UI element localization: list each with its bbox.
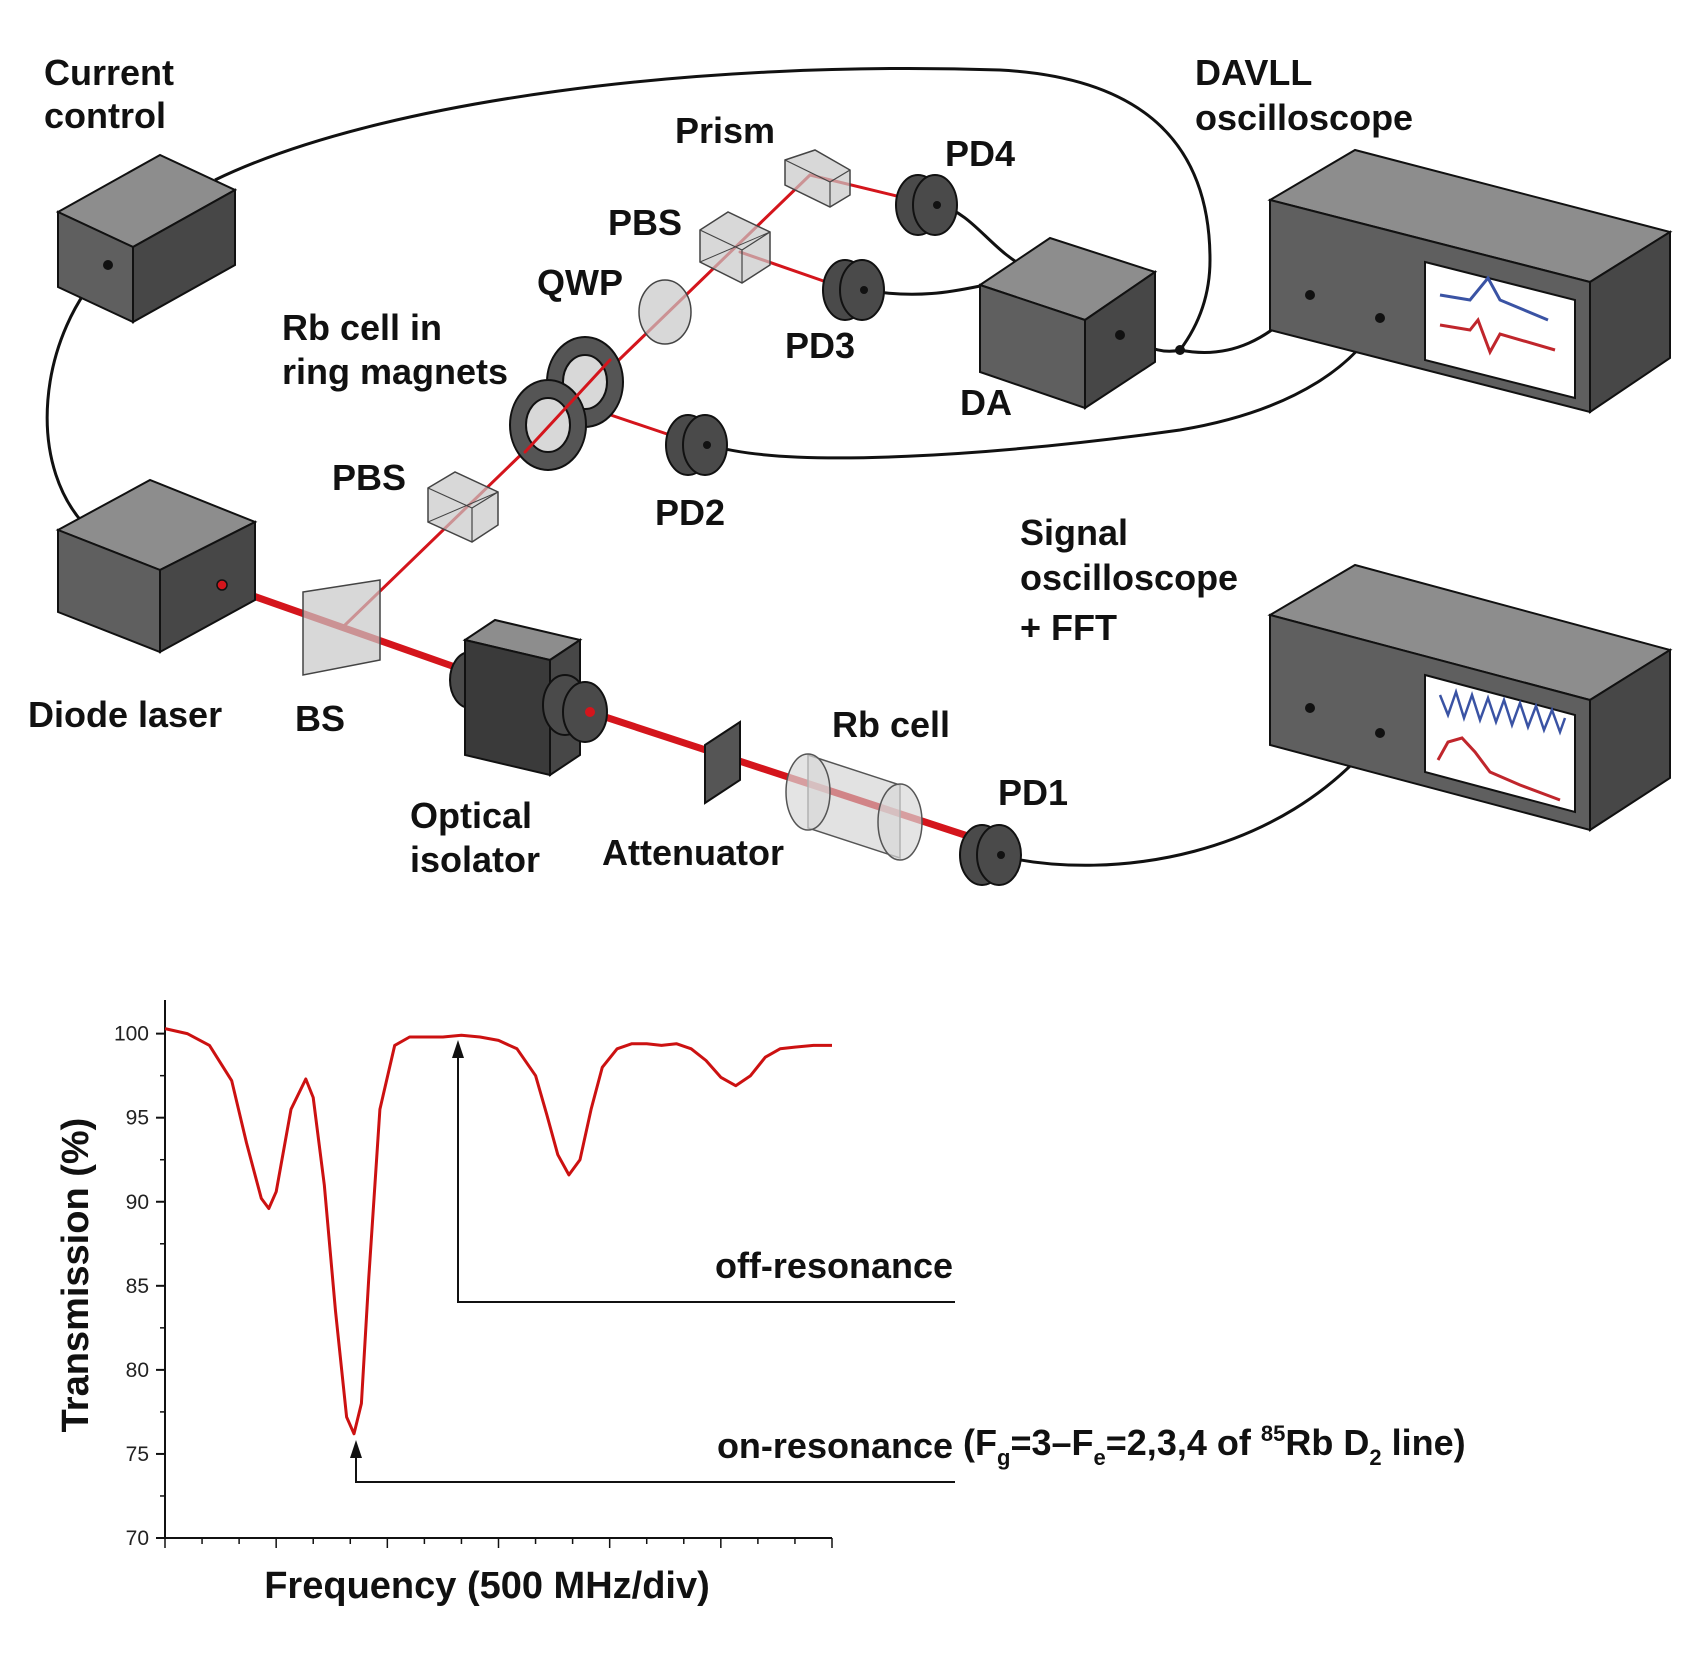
y-ticks: 70 75 80 85 90 95 100 xyxy=(114,1023,165,1550)
label-pbs-top: PBS xyxy=(608,202,682,243)
label-qwp: QWP xyxy=(537,262,623,303)
pbs-middle xyxy=(427,471,499,543)
label-attenuator: Attenuator xyxy=(602,832,784,873)
on-resonance-arrowhead xyxy=(350,1440,362,1458)
labels: Current control DAVLL oscilloscope Prism… xyxy=(28,52,1413,880)
label-pd3: PD3 xyxy=(785,325,855,366)
ring-magnets xyxy=(509,336,624,471)
label-pd2: PD2 xyxy=(655,492,725,533)
y-tick-label: 100 xyxy=(114,1023,149,1046)
y-tick-label: 75 xyxy=(126,1443,149,1466)
prism xyxy=(784,149,851,208)
label-pd1: PD1 xyxy=(998,772,1068,813)
label-diode-laser: Diode laser xyxy=(28,694,222,735)
label-davll-line2: oscilloscope xyxy=(1195,97,1413,138)
rb-cell xyxy=(785,753,923,861)
y-tick-label: 70 xyxy=(126,1527,149,1550)
label-isolator-line1: Optical xyxy=(410,795,532,836)
y-tick-label: 90 xyxy=(126,1191,149,1214)
label-isolator-line2: isolator xyxy=(410,839,540,880)
x-axis-title: Frequency (500 MHz/div) xyxy=(264,1565,710,1607)
signal-screen-trace-red xyxy=(1436,736,1561,802)
off-resonance-arrowhead xyxy=(452,1040,464,1058)
label-davll-line1: DAVLL xyxy=(1195,52,1312,93)
pd4-detector xyxy=(895,174,958,236)
label-current-control-line1: Current xyxy=(44,52,174,93)
label-signal-line1: Signal xyxy=(1020,512,1128,553)
pd2-detector xyxy=(665,414,728,476)
y-tick-label: 85 xyxy=(126,1275,149,1298)
label-pbs-mid: PBS xyxy=(332,457,406,498)
davll-oscilloscope xyxy=(1267,148,1673,414)
signal-screen-trace-blue xyxy=(1438,687,1567,736)
cable-pd1-to-signal xyxy=(1004,732,1382,867)
attenuator xyxy=(704,720,741,805)
x-ticks xyxy=(164,1538,833,1548)
label-rb-cell: Rb cell xyxy=(832,704,950,745)
annotations: off-resonance on-resonance (Fg=3–Fe=2,3,… xyxy=(350,1040,1466,1483)
signal-oscilloscope xyxy=(1267,563,1673,832)
pd1-detector xyxy=(959,824,1022,886)
label-rb-ring-line2: ring magnets xyxy=(282,351,508,392)
label-rb-ring-line1: Rb cell in xyxy=(282,307,442,348)
y-tick-label: 95 xyxy=(126,1107,149,1130)
off-resonance-label: off-resonance xyxy=(715,1245,953,1286)
da-box xyxy=(977,236,1158,410)
diode-laser-box xyxy=(55,478,258,654)
transmission-chart: 70 75 80 85 90 95 100 Transmission (%) Frequen… xyxy=(55,1000,833,1607)
label-signal-line2: oscilloscope xyxy=(1020,557,1238,598)
y-axis-title: Transmission (%) xyxy=(55,1118,97,1433)
current-control-box xyxy=(55,153,238,324)
transmission-curve xyxy=(164,1027,832,1436)
cable-pd2-to-davll xyxy=(709,317,1382,460)
y-tick-label: 80 xyxy=(126,1359,149,1382)
davll-screen xyxy=(1424,260,1576,400)
qwp xyxy=(638,279,692,345)
davll-screen-trace-red xyxy=(1439,317,1556,356)
davll-screen-trace-blue xyxy=(1439,275,1549,322)
label-signal-line3: + FFT xyxy=(1020,607,1117,648)
pbs-top xyxy=(699,211,771,284)
off-resonance-arrow-line xyxy=(457,1052,955,1303)
label-prism: Prism xyxy=(675,110,775,151)
on-resonance-arrow-line xyxy=(355,1452,955,1483)
on-resonance-label: on-resonance xyxy=(717,1425,953,1466)
optical-isolator xyxy=(449,618,608,777)
label-pd4: PD4 xyxy=(945,133,1015,174)
cable-junction-dot xyxy=(1175,345,1185,355)
label-da: DA xyxy=(960,382,1012,423)
pd3-detector xyxy=(822,259,885,321)
label-current-control-line2: control xyxy=(44,95,166,136)
cable-current-to-davll xyxy=(214,66,1212,351)
on-resonance-detail: (Fg=3–Fe=2,3,4 of 85Rb D2 line) xyxy=(963,1421,1466,1470)
beam-splitter xyxy=(302,579,381,676)
label-bs: BS xyxy=(295,698,345,739)
